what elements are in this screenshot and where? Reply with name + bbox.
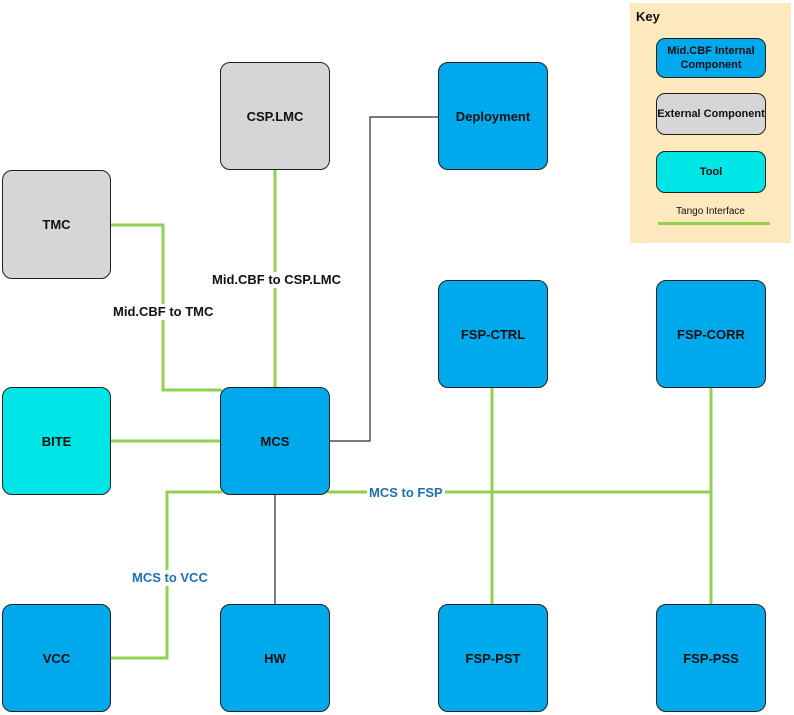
- edge-label-tmc: Mid.CBF to TMC: [111, 304, 216, 320]
- line-mcs-deployment: [329, 116, 439, 442]
- legend-tool-box: Tool: [656, 151, 766, 193]
- deployment-label: Deployment: [455, 108, 531, 124]
- legend-key: Key Mid.CBF Internal Component External …: [630, 3, 791, 243]
- vcc-label: VCC: [42, 650, 71, 666]
- legend-tool-label: Tool: [699, 166, 723, 178]
- legend-internal-label: Mid.CBF Internal Component: [667, 45, 755, 71]
- mcs-label: MCS: [260, 433, 290, 449]
- bite-node: BITE: [2, 387, 111, 495]
- legend-internal-box: Mid.CBF Internal Component: [656, 38, 766, 78]
- edge-label-csp-lmc: Mid.CBF to CSP.LMC: [210, 272, 344, 288]
- hw-label: HW: [264, 650, 286, 666]
- edge-label-vcc: MCS to VCC: [130, 570, 210, 586]
- hw-node: HW: [220, 604, 330, 712]
- tmc-node: TMC: [2, 170, 111, 279]
- legend-title: Key: [636, 9, 660, 24]
- tmc-label: TMC: [42, 217, 71, 232]
- csp-lmc-label: CSP.LMC: [246, 108, 304, 124]
- mcs-node: MCS: [220, 387, 330, 495]
- fsp-pst-node: FSP-PST: [438, 604, 548, 712]
- fsp-pss-node: FSP-PSS: [656, 604, 766, 712]
- edge-label-fsp: MCS to FSP: [367, 485, 445, 501]
- fsp-ctrl-node: FSP-CTRL: [438, 280, 548, 388]
- csp-lmc-node: CSP.LMC: [220, 62, 330, 170]
- legend-tango-line: [658, 222, 770, 225]
- fsp-corr-label: FSP-CORR: [677, 326, 745, 342]
- deployment-node: Deployment: [438, 62, 548, 170]
- bite-label: BITE: [41, 433, 72, 449]
- fsp-pss-label: FSP-PSS: [683, 650, 739, 666]
- vcc-node: VCC: [2, 604, 111, 712]
- legend-external-box: External Component: [656, 93, 766, 135]
- legend-external-label: External Component: [657, 108, 765, 120]
- legend-tango-label: Tango Interface: [676, 206, 745, 217]
- fsp-ctrl-label: FSP-CTRL: [460, 326, 526, 342]
- fsp-corr-node: FSP-CORR: [656, 280, 766, 388]
- fsp-pst-label: FSP-PST: [465, 650, 521, 666]
